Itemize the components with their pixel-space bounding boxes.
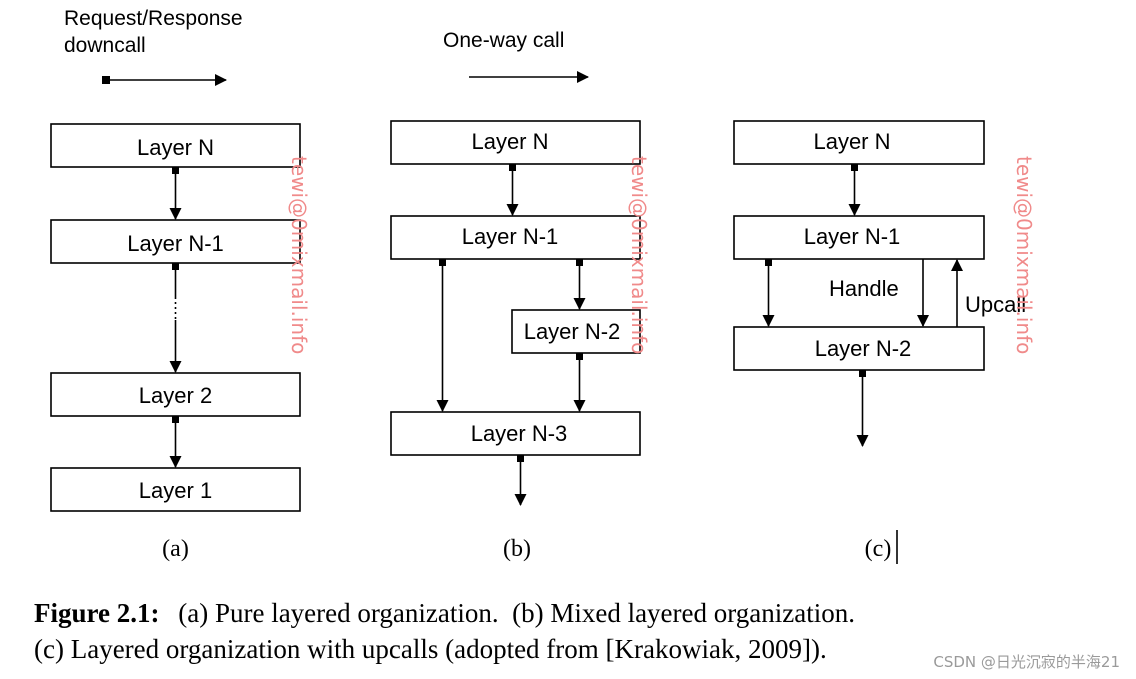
figure-caption-line-2: (c) Layered organization with upcalls (a… xyxy=(34,634,827,664)
watermark-a: tewi@0mixmail.info xyxy=(287,156,311,354)
panel-c-layer-n-1-box xyxy=(733,215,985,260)
panel-c-origin-3 xyxy=(859,370,866,377)
panel-c-layer-n-box xyxy=(733,120,985,165)
panel-a-layer-2-label: Layer 2 xyxy=(139,383,212,408)
panel-c: Layer N Layer N-1 Layer N-2 Handle Upcal… xyxy=(733,120,1026,564)
legend-request-response-label: Request/Response xyxy=(64,7,243,30)
panel-a-layer-n-1-label: Layer N-1 xyxy=(127,231,224,256)
panel-b-origin-4 xyxy=(576,353,583,360)
panel-b-origin-5 xyxy=(517,455,524,462)
panel-a-sublabel: (a) xyxy=(162,536,189,562)
legend-origin-square xyxy=(102,76,110,84)
panel-c-layer-n-label: Layer N xyxy=(813,129,890,154)
panel-a: Layer N Layer N-1 Layer 2 Layer 1 (a) xyxy=(50,123,301,562)
panel-c-handle-label: Handle xyxy=(829,276,899,301)
panel-c-origin-1 xyxy=(851,164,858,171)
panel-c-upcall-label: Upcall xyxy=(965,292,1026,317)
panel-b-layer-n-2-label: Layer N-2 xyxy=(524,319,621,344)
legend-one-way: One-way call xyxy=(443,29,589,83)
figure-caption-line-1: Figure 2.1: (a) Pure layered organizatio… xyxy=(34,598,855,628)
panel-a-origin-2 xyxy=(172,263,179,270)
panel-b-layer-n-3-box xyxy=(390,411,641,456)
panel-a-origin-3 xyxy=(172,416,179,423)
panel-b-layer-n-1-box xyxy=(390,215,641,260)
legend-downcall-label: downcall xyxy=(64,34,146,57)
panel-b-layer-n-3-label: Layer N-3 xyxy=(471,421,568,446)
panel-c-layer-n-1-label: Layer N-1 xyxy=(804,224,901,249)
panel-c-origin-2 xyxy=(765,259,772,266)
panel-a-layer-2-box xyxy=(50,372,301,417)
panel-a-layer-n-box xyxy=(50,123,301,168)
watermark-b: tewi@0mixmail.info xyxy=(627,156,651,354)
panel-b-layer-n-1-label: Layer N-1 xyxy=(462,224,559,249)
panel-c-sublabel: (c) xyxy=(865,536,892,562)
caption-line-1-text: (a) Pure layered organization. (b) Mixed… xyxy=(178,598,855,628)
panel-a-layer-1-box xyxy=(50,467,301,512)
panel-b-sublabel: (b) xyxy=(503,536,531,562)
panel-c-layer-n-2-box xyxy=(733,326,985,371)
panel-a-layer-n-label: Layer N xyxy=(137,135,214,160)
panel-a-layer-1-label: Layer 1 xyxy=(139,478,212,503)
panel-b-origin-1 xyxy=(509,164,516,171)
panel-b-origin-3 xyxy=(576,259,583,266)
legend-one-way-label: One-way call xyxy=(443,29,564,52)
panel-b-layer-n-label: Layer N xyxy=(471,129,548,154)
panel-b-layer-n-box xyxy=(390,120,641,165)
panel-a-layer-n-1-box xyxy=(50,219,301,264)
panel-b-origin-2 xyxy=(439,259,446,266)
figure-label: Figure 2.1: xyxy=(34,598,159,628)
legend-request-response: Request/Response downcall xyxy=(64,7,243,86)
panel-b: Layer N Layer N-1 Layer N-2 Layer N-3 (b… xyxy=(390,120,641,562)
panel-a-origin-1 xyxy=(172,167,179,174)
panel-c-layer-n-2-label: Layer N-2 xyxy=(815,336,912,361)
watermark-c: tewi@0mixmail.info xyxy=(1012,156,1036,354)
csdn-watermark: CSDN @日光沉寂的半海21 xyxy=(933,653,1120,671)
